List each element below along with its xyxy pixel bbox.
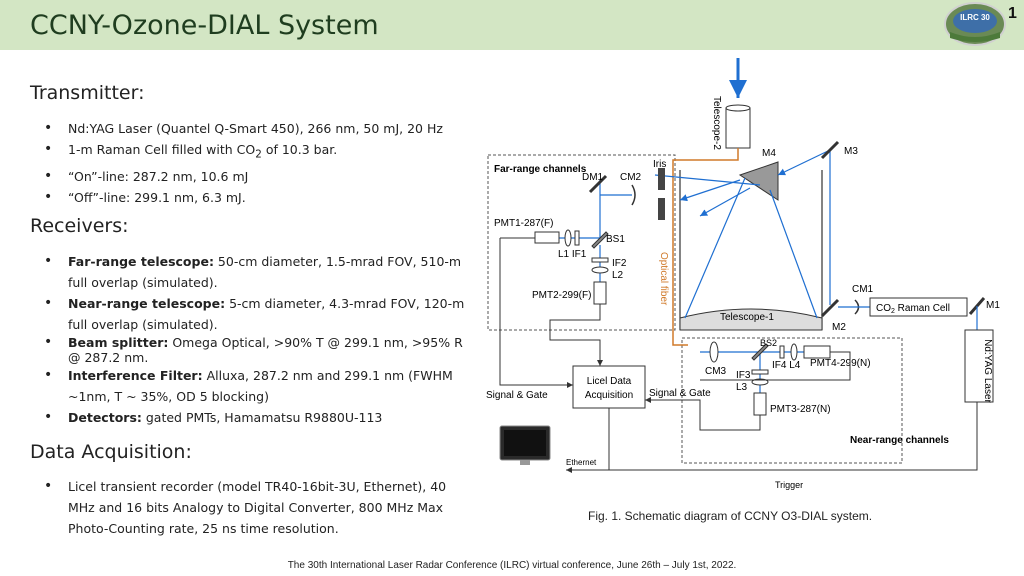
m4-label: M4 [762,148,776,159]
page-title: CCNY-Ozone-DIAL System [30,10,379,41]
transmitter-list: Nd:YAG Laser (Quantel Q-Smart 450), 266 … [44,118,443,208]
m2-label: M2 [832,322,846,333]
footer-text: The 30th International Laser Radar Confe… [287,560,737,571]
receivers-list: Far-range telescope: 50-cm diameter, 1.5… [44,251,474,428]
l3-label: L3 [736,382,748,393]
receivers-heading: Receivers: [30,215,129,237]
telescope2-label: Telescope-2 [711,96,722,150]
raman-cell-box [869,297,968,317]
dm1-mirror [588,174,608,194]
list-item: Near-range telescope: 5-cm diameter, 4.3… [44,293,474,335]
pmt1-label: PMT1-287(F) [494,218,553,229]
iris-label: Iris [653,159,666,170]
laser-box [964,329,994,403]
pmt1-box [534,231,560,244]
signal-gate-left-label: Signal & Gate [486,390,548,401]
licel-label-line2: Acquisition [585,390,633,401]
cm2-label: CM2 [620,172,642,183]
m3-label: M3 [844,146,858,157]
m1-label: M1 [986,300,1000,311]
signal-gate-right-label: Signal & Gate [649,388,711,399]
bs1-label: BS1 [606,234,625,245]
dm1-label: DM1 [582,172,604,183]
telescope1-mirror [679,308,823,331]
header-bar: CCNY-Ozone-DIAL System ILRC 30 1 [0,0,1024,50]
cm2-mirror [631,184,636,206]
trigger-label: Trigger [775,480,803,490]
licel-box [572,365,646,409]
list-item: 1-m Raman Cell filled with CO2 of 10.3 b… [44,139,443,166]
list-item: “On”-line: 287.2 nm, 10.6 mJ [44,166,443,187]
acquisition-list: Licel transient recorder (model TR40-16b… [44,476,474,539]
pmt2-box [593,281,607,305]
list-item: Nd:YAG Laser (Quantel Q-Smart 450), 266 … [44,118,443,139]
pmt3-box [753,392,767,416]
l1if1-label: L1 IF1 [558,249,587,260]
l2-label: L2 [612,270,624,281]
licel-label-line1: Licel Data [587,376,632,387]
list-item: Far-range telescope: 50-cm diameter, 1.5… [44,251,474,293]
list-item: “Off”-line: 299.1 nm, 6.3 mJ. [44,187,443,208]
optical-fiber-label: Optical fiber [658,252,669,306]
far-range-label: Far-range channels [494,164,587,175]
logo-text: ILRC 30 [960,13,990,22]
pmt2-label: PMT2-299(F) [532,290,591,301]
bs1-splitter [591,231,609,249]
optical-fiber-line [672,148,739,346]
ilrc-logo-icon: ILRC 30 [944,2,1006,46]
m4-mirror [738,161,779,201]
pmt4-label: PMT4-299(N) [810,358,871,369]
cm1-label: CM1 [852,284,874,295]
cm3-label: CM3 [705,366,727,377]
list-item: Interference Filter: Alluxa, 287.2 nm an… [44,365,474,407]
ethernet-label: Ethernet [566,458,597,467]
pmt3-label: PMT3-287(N) [770,404,831,415]
telescope2-icon [725,107,751,149]
acquisition-heading: Data Acquisition: [30,441,192,463]
if3-label: IF3 [736,370,751,381]
m3-mirror [820,140,840,160]
raman-cell-label: CO2 Raman Cell [876,303,950,315]
list-item: Beam splitter: Omega Optical, >90% T @ 2… [44,335,474,365]
pmt4-box [803,345,831,359]
figure-caption: Fig. 1. Schematic diagram of CCNY O3-DIA… [588,509,873,523]
bs2-label: BS2 [760,338,777,348]
if4l4-label: IF4 L4 [772,360,801,371]
dial-system-diagram: Far-range channels Near-range channels T… [486,58,1000,490]
telescope1-label: Telescope-1 [720,312,774,323]
iris-top [658,168,665,190]
bs2-splitter [751,343,769,361]
m2-mirror [820,298,840,318]
far-range-box [487,154,676,331]
iris-bottom [658,198,665,220]
if2-label: IF2 [612,258,627,269]
list-item: Licel transient recorder (model TR40-16b… [44,476,474,539]
transmitter-heading: Transmitter: [30,82,145,104]
laser-label: Nd:YAG Laser [982,339,993,403]
near-range-label: Near-range channels [850,435,949,446]
page-number: 1 [1008,5,1017,22]
list-item: Detectors: gated PMTs, Hamamatsu R9880U-… [44,407,474,428]
